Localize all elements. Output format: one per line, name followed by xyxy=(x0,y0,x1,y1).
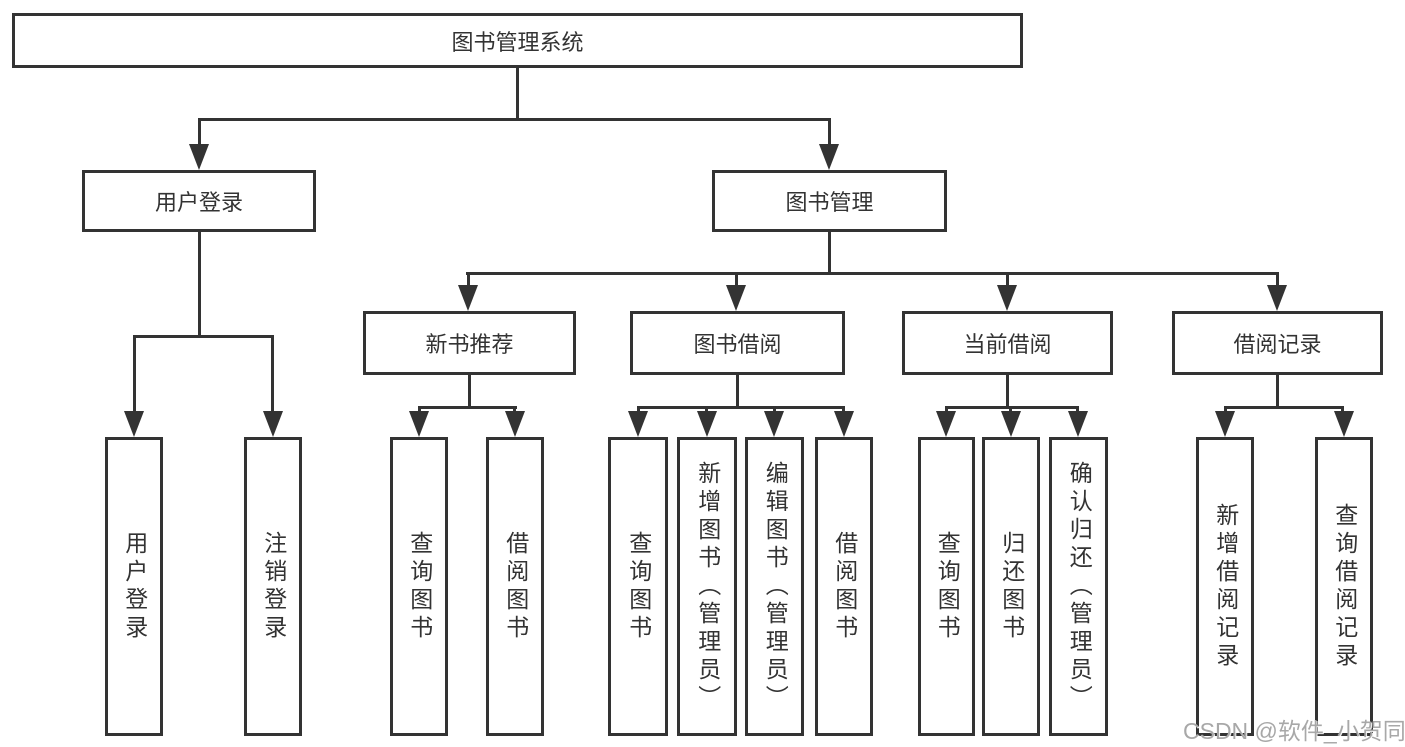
leaf-logout: 注销登录 xyxy=(244,437,302,736)
node-current-borrow-label: 当前借阅 xyxy=(963,332,1052,357)
edge-level2-bar xyxy=(466,272,1279,275)
edge-new-book-bar xyxy=(418,406,517,409)
node-root-label: 图书管理系统 xyxy=(451,29,584,55)
edge-book-borrow-d3 xyxy=(773,406,776,414)
arrow-logout-leaf xyxy=(263,411,283,437)
edge-drop-new-book xyxy=(467,272,470,288)
edge-level1-bar xyxy=(198,118,831,121)
edge-current-borrow-bar xyxy=(945,406,1079,409)
arrow-book-borrow xyxy=(726,285,746,311)
arrow-current-borrow-leaf2 xyxy=(1001,411,1021,437)
leaf-user-login: 用户登录 xyxy=(105,437,163,736)
edge-drop-current-borrow xyxy=(1006,272,1009,288)
arrow-borrow-records-leaf2 xyxy=(1334,411,1354,437)
edge-current-borrow-d2 xyxy=(1009,406,1012,414)
arrow-new-book xyxy=(458,285,478,311)
node-book-borrow-label: 图书借阅 xyxy=(693,332,782,357)
arrow-current-borrow-leaf3 xyxy=(1068,411,1088,437)
edge-borrow-records-d1 xyxy=(1224,406,1227,414)
leaf-current-confirm-admin: 确认归还（管理员） xyxy=(1049,437,1108,736)
leaf-records-query: 查询借阅记录 xyxy=(1315,437,1373,736)
leaf-borrow-edit-admin: 编辑图书（管理员） xyxy=(745,437,804,736)
edge-new-book-d1 xyxy=(418,406,421,414)
arrow-new-book-leaf1 xyxy=(409,411,429,437)
edge-root-stem xyxy=(516,66,519,120)
leaf-newbook-query: 查询图书 xyxy=(390,437,448,736)
arrow-current-borrow xyxy=(997,285,1017,311)
arrow-book-borrow-leaf1 xyxy=(628,411,648,437)
edge-current-borrow-d1 xyxy=(945,406,948,414)
edge-book-borrow-d2 xyxy=(705,406,708,414)
node-root: 图书管理系统 xyxy=(12,13,1023,68)
csdn-watermark: CSDN @软件_小贺同学 xyxy=(1183,718,1405,744)
arrow-borrow-records xyxy=(1267,285,1287,311)
edge-drop-borrow-records xyxy=(1276,272,1279,288)
node-borrow-records: 借阅记录 xyxy=(1172,311,1383,375)
leaf-borrow-query: 查询图书 xyxy=(608,437,668,736)
edge-borrow-records-d2 xyxy=(1341,406,1344,414)
edge-new-book-d2 xyxy=(513,406,516,414)
leaf-current-query: 查询图书 xyxy=(918,437,975,736)
edge-drop-logout-leaf xyxy=(271,335,274,415)
edge-user-login-bar xyxy=(133,335,274,338)
leaf-borrow-borrow: 借阅图书 xyxy=(815,437,873,736)
edge-drop-login-leaf xyxy=(133,335,136,415)
edge-book-borrow-stem xyxy=(736,375,739,409)
edge-borrow-records-stem xyxy=(1276,375,1279,409)
node-user-login-label: 用户登录 xyxy=(154,190,243,215)
edge-user-login-stem xyxy=(198,232,201,338)
edge-new-book-stem xyxy=(468,375,471,409)
arrow-book-borrow-leaf4 xyxy=(834,411,854,437)
node-book-management-label: 图书管理 xyxy=(785,190,874,215)
arrow-login-leaf xyxy=(124,411,144,437)
leaf-borrow-add-admin: 新增图书（管理员） xyxy=(677,437,737,736)
node-book-management: 图书管理 xyxy=(712,170,947,232)
node-borrow-records-label: 借阅记录 xyxy=(1233,332,1322,357)
edge-drop-user-login xyxy=(198,118,201,148)
arrow-new-book-leaf2 xyxy=(505,411,525,437)
arrow-borrow-records-leaf1 xyxy=(1215,411,1235,437)
edge-book-borrow-d4 xyxy=(842,406,845,414)
edge-current-borrow-d3 xyxy=(1076,406,1079,414)
edge-borrow-records-bar xyxy=(1224,406,1344,409)
edge-drop-book-borrow xyxy=(735,272,738,288)
arrow-book-management xyxy=(819,144,839,170)
edge-book-management-stem xyxy=(828,232,831,275)
node-new-book-recommend-label: 新书推荐 xyxy=(425,332,514,357)
arrow-current-borrow-leaf1 xyxy=(936,411,956,437)
edge-book-borrow-bar xyxy=(637,406,845,409)
edge-current-borrow-stem xyxy=(1006,375,1009,409)
arrow-book-borrow-leaf3 xyxy=(764,411,784,437)
leaf-records-add: 新增借阅记录 xyxy=(1196,437,1254,736)
arrow-user-login xyxy=(189,144,209,170)
leaf-current-return: 归还图书 xyxy=(982,437,1040,736)
node-new-book-recommend: 新书推荐 xyxy=(363,311,576,375)
node-current-borrow: 当前借阅 xyxy=(902,311,1113,375)
edge-book-borrow-d1 xyxy=(637,406,640,414)
arrow-book-borrow-leaf2 xyxy=(697,411,717,437)
node-user-login: 用户登录 xyxy=(82,170,316,232)
edge-drop-book-management xyxy=(828,118,831,148)
leaf-newbook-borrow: 借阅图书 xyxy=(486,437,544,736)
node-book-borrow: 图书借阅 xyxy=(630,311,845,375)
